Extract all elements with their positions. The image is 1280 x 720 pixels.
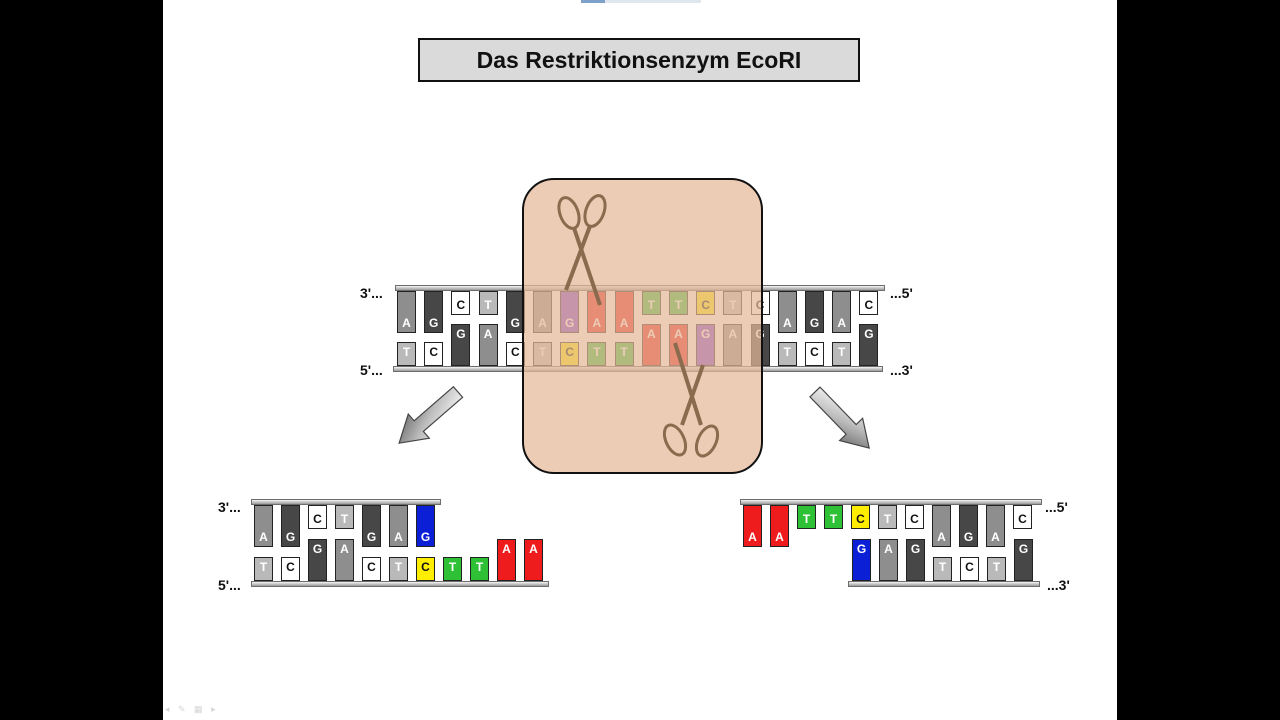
left-fragment-bottom-backbone — [251, 581, 549, 587]
base-g: G — [805, 291, 824, 333]
title-box: Das Restriktionsenzym EcoRI — [418, 38, 860, 82]
base-a: A — [743, 505, 762, 547]
label-main-bottom-right: ...3' — [890, 362, 913, 378]
base-a: A — [478, 324, 498, 366]
base-a: A — [254, 505, 273, 547]
base-g: G — [416, 505, 435, 547]
top-tab — [581, 0, 701, 3]
base-t: T — [832, 342, 852, 366]
base-c: C — [416, 557, 435, 581]
base-t: T — [254, 557, 273, 581]
base-a: A — [335, 539, 354, 581]
base-c: C — [308, 505, 327, 529]
scissors — [557, 194, 720, 458]
base-t: T — [824, 505, 843, 529]
base-g: G — [362, 505, 381, 547]
label-right-fragment-bottom: ...3' — [1047, 577, 1070, 593]
label-main-top-left: 3'... — [360, 285, 383, 301]
slide: Das Restriktionsenzym EcoRI 3'... 5'... … — [163, 0, 1117, 720]
base-g: G — [1014, 539, 1033, 581]
label-main-bottom-left: 5'... — [360, 362, 383, 378]
base-c: C — [960, 557, 979, 581]
base-c: C — [451, 291, 471, 315]
label-left-fragment-bottom: 5'... — [218, 577, 241, 593]
slideshow-controls[interactable]: ◂ ✎ ▦ ▸ — [165, 704, 219, 714]
scissors-icon — [557, 194, 720, 458]
page-title: Das Restriktionsenzym EcoRI — [476, 46, 802, 73]
label-main-top-right: ...5' — [890, 285, 913, 301]
base-t: T — [397, 342, 416, 366]
base-c: C — [905, 505, 924, 529]
base-t: T — [933, 557, 952, 581]
base-c: C — [424, 342, 444, 366]
base-c: C — [859, 291, 879, 315]
base-a: A — [832, 291, 852, 333]
base-a: A — [389, 505, 408, 547]
base-c: C — [362, 557, 381, 581]
base-c: C — [1013, 505, 1032, 529]
ecori-enzyme — [522, 178, 763, 474]
base-g: G — [308, 539, 327, 581]
base-a: A — [524, 539, 543, 581]
arrow-down-right-icon — [809, 386, 870, 449]
base-c: C — [281, 557, 300, 581]
base-a: A — [397, 291, 416, 333]
base-t: T — [470, 557, 489, 581]
label-right-fragment-top: ...5' — [1045, 499, 1068, 515]
base-g: G — [859, 324, 879, 366]
base-g: G — [424, 291, 444, 333]
base-t: T — [987, 557, 1006, 581]
base-g: G — [959, 505, 978, 547]
base-g: G — [281, 505, 300, 547]
base-g: G — [451, 324, 471, 366]
arrows — [398, 385, 870, 449]
label-left-fragment-top: 3'... — [218, 499, 241, 515]
base-a: A — [497, 539, 516, 581]
base-c: C — [851, 505, 870, 529]
right-fragment-top-backbone — [740, 499, 1042, 505]
base-g: G — [852, 539, 871, 581]
base-c: C — [805, 342, 824, 366]
base-a: A — [932, 505, 951, 547]
base-t: T — [335, 505, 354, 529]
base-a: A — [986, 505, 1005, 547]
base-t: T — [389, 557, 408, 581]
base-t: T — [797, 505, 816, 529]
base-t: T — [878, 505, 897, 529]
base-t: T — [478, 291, 498, 315]
base-t: T — [443, 557, 462, 581]
base-a: A — [879, 539, 898, 581]
arrow-down-left-icon — [398, 385, 464, 444]
left-fragment-top-backbone — [251, 499, 441, 505]
right-fragment-bottom-backbone — [848, 581, 1040, 587]
base-a: A — [770, 505, 789, 547]
base-g: G — [906, 539, 925, 581]
base-a: A — [777, 291, 797, 333]
base-t: T — [777, 342, 797, 366]
